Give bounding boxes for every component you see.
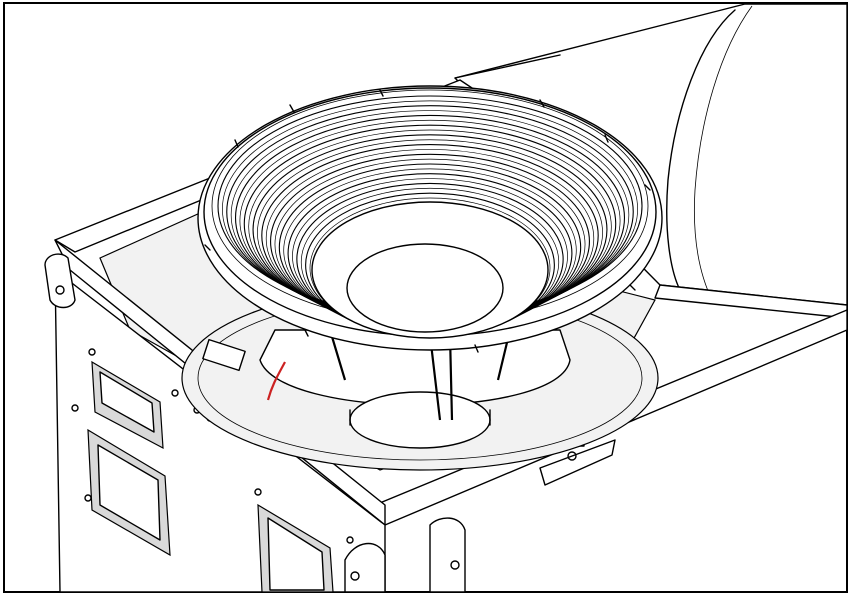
corner-cap-center xyxy=(344,542,386,593)
signal-wire xyxy=(266,361,286,401)
horn-enclosure xyxy=(454,3,848,306)
woofer-assembly xyxy=(181,85,663,471)
rim-notches xyxy=(204,89,651,353)
handle-lower-center xyxy=(257,503,334,593)
handle-upper-left xyxy=(91,360,164,450)
terminal-tab xyxy=(202,338,246,372)
dust-cap xyxy=(346,243,504,333)
corner-bracket-left xyxy=(44,253,76,309)
handle-lower-left xyxy=(87,428,171,557)
pole-cap xyxy=(349,391,491,449)
corner-cap-right xyxy=(429,517,466,593)
